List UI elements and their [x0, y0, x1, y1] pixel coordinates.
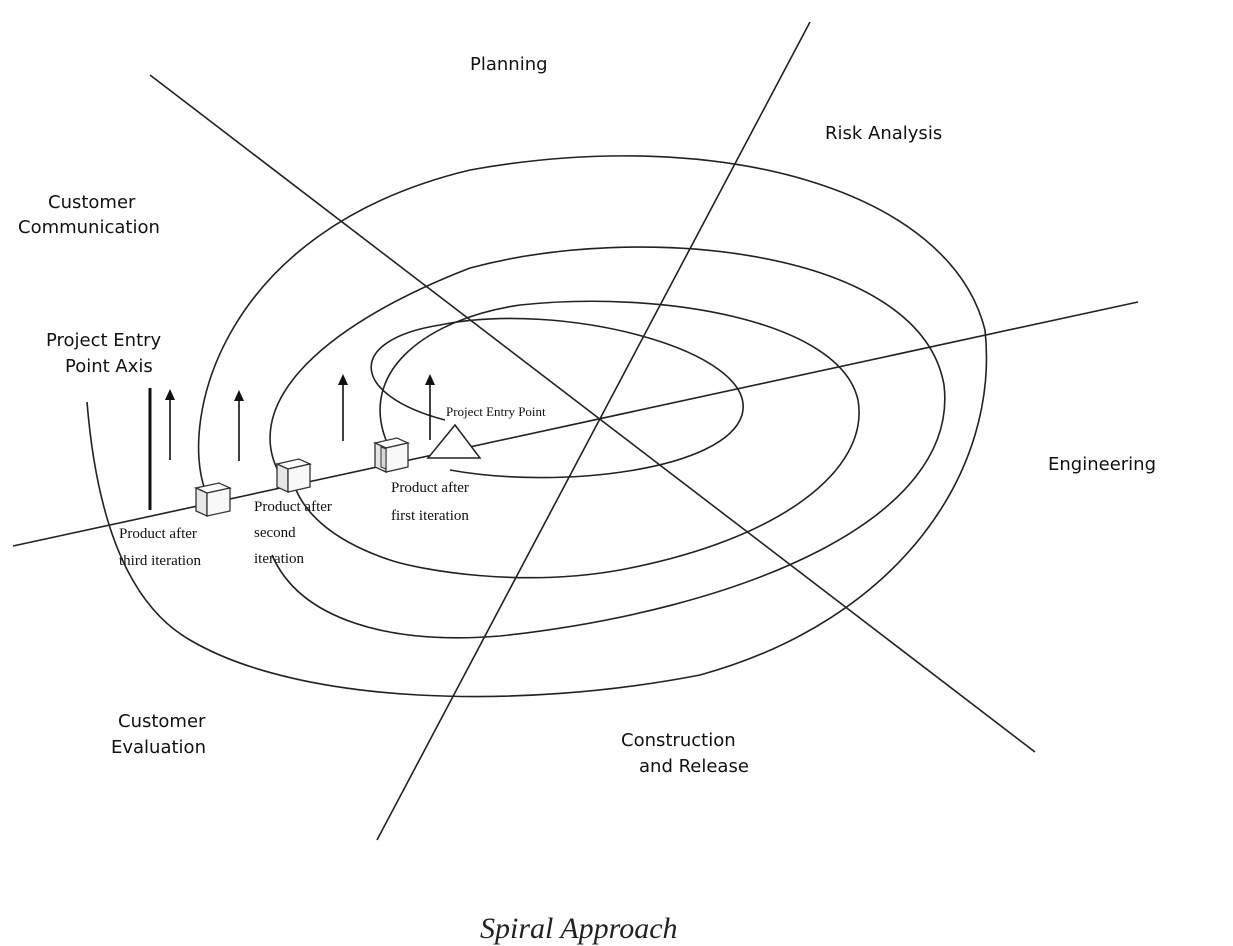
- product-label-third: Product after: [119, 526, 197, 542]
- product-label-second: iteration: [254, 551, 304, 567]
- product-label-second: Product after: [254, 499, 332, 515]
- quadrant-label-customer-communication: Communication: [18, 217, 160, 238]
- product-label-third: third iteration: [119, 553, 202, 569]
- entry-point-label: Project Entry Point: [446, 404, 546, 419]
- quadrant-label-engineering: Engineering: [1048, 454, 1156, 475]
- product-label-first: Product after: [391, 480, 469, 496]
- quadrant-label-risk-analysis: Risk Analysis: [825, 123, 942, 144]
- axis-planning-construction: [149, 74, 1036, 753]
- spiral-ring-2: [379, 300, 860, 579]
- project-entry-triangle: [426, 423, 482, 459]
- spiral-ring-3: [269, 246, 946, 639]
- spiral-ring-outer: [86, 155, 988, 698]
- quadrant-label-construction-release: and Release: [639, 756, 749, 777]
- quadrant-label-customer-communication: Customer: [48, 192, 136, 213]
- quadrant-label-customer-evaluation: Evaluation: [111, 737, 206, 758]
- product-cube-second: [274, 458, 313, 494]
- quadrant-label-construction-release: Construction: [621, 730, 736, 751]
- product-label-first: first iteration: [391, 508, 469, 524]
- axis-label: Point Axis: [65, 356, 153, 377]
- axis-label: Project Entry: [46, 330, 162, 351]
- product-cube-third: [193, 482, 233, 518]
- quadrant-label-planning: Planning: [470, 54, 548, 75]
- axis-risk-evaluation: [376, 21, 811, 841]
- iteration-arrows: [148, 374, 435, 510]
- quadrant-label-customer-evaluation: Customer: [118, 711, 206, 732]
- arrow-up-icon: [425, 374, 435, 440]
- spiral-rings: [86, 155, 988, 698]
- arrow-up-icon: [165, 389, 175, 460]
- arrow-up-icon: [338, 374, 348, 441]
- product-label-second: second: [254, 525, 296, 541]
- product-cube-first: [372, 437, 411, 474]
- diagram-caption: Spiral Approach: [480, 912, 678, 945]
- arrow-up-icon: [234, 390, 244, 461]
- spiral-ring-inner: [370, 317, 744, 479]
